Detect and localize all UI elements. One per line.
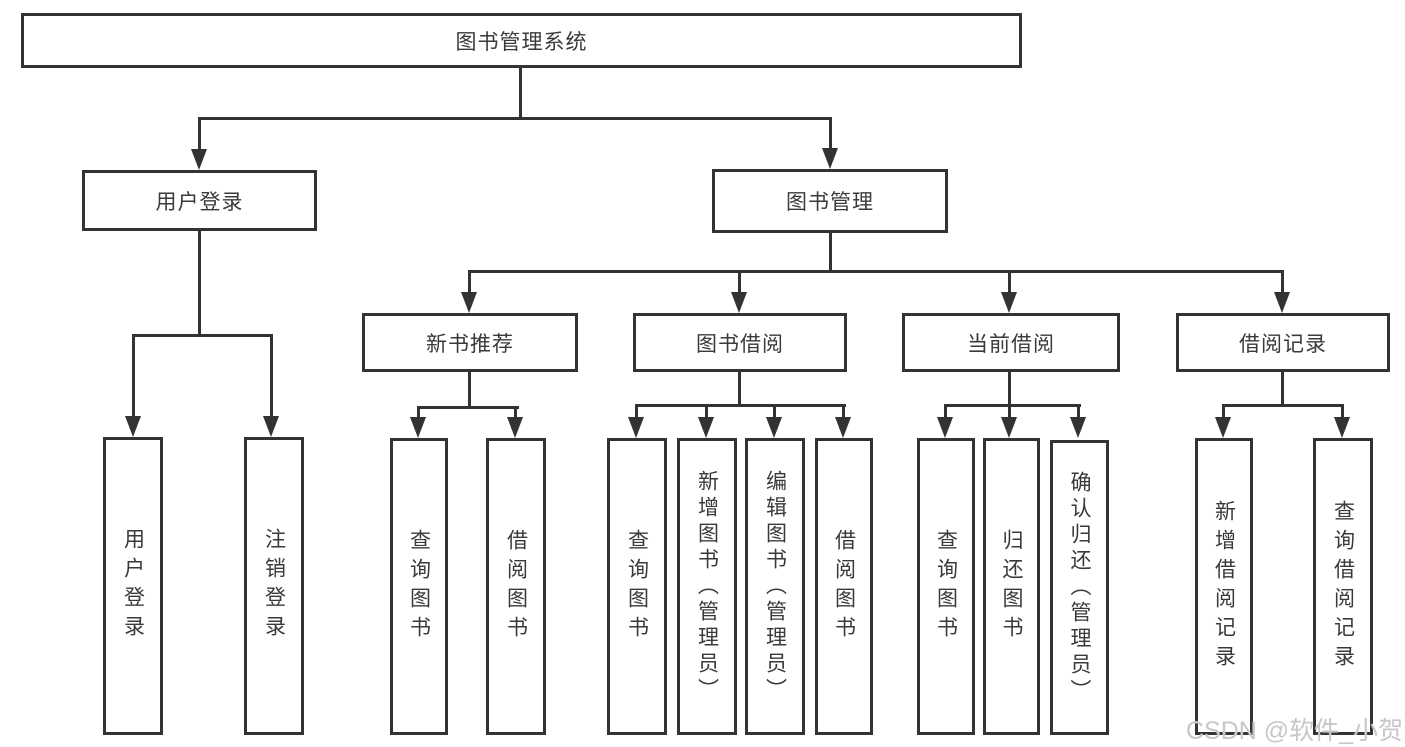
connector-line [1008,270,1011,294]
connector-line [198,117,201,152]
arrowhead-icon [698,417,714,438]
connector-line [468,270,1284,273]
node-cb-query-book: 查询图书 [917,438,975,735]
node-leaf-login: 用户登录 [103,437,163,735]
connector-line [1222,404,1225,419]
node-book-borrow: 图书借阅 [633,313,847,372]
node-book-mgmt-label: 图书管理 [786,191,874,214]
node-borrow-records-label: 借阅记录 [1239,332,1327,356]
node-root-label: 图书管理系统 [455,30,588,54]
node-cb-return-book-label: 归还图书 [1000,528,1023,645]
arrowhead-icon [731,292,747,313]
node-user-login-label: 用户登录 [155,190,244,214]
connector-line [829,117,832,152]
connector-line [1281,270,1284,294]
arrowhead-icon [125,416,141,437]
node-leaf-login-label: 用户登录 [121,528,145,644]
node-bb-query-book: 查询图书 [607,438,667,735]
node-br-query-record-label: 查询借阅记录 [1331,499,1355,674]
connector-line [842,404,845,419]
connector-line [468,270,471,294]
arrowhead-icon [410,417,426,438]
node-rec-borrow-book-label: 借阅图书 [504,528,528,645]
node-root: 图书管理系统 [21,13,1022,68]
arrowhead-icon [1334,417,1350,438]
arrowhead-icon [191,149,207,170]
node-leaf-logout-label: 注销登录 [262,528,286,644]
connector-line [1341,404,1344,419]
connector-line [132,334,135,418]
node-cb-confirm-return-label: 确认归还（管理员） [1068,470,1091,705]
connector-line [1281,372,1284,407]
arrowhead-icon [1215,417,1231,438]
connector-line [1077,404,1080,419]
node-bb-add-book-label: 新增图书（管理员） [695,469,719,704]
connector-line [944,404,947,419]
node-borrow-records: 借阅记录 [1176,313,1390,372]
node-br-add-record: 新增借阅记录 [1195,438,1253,735]
node-rec-query-book: 查询图书 [390,438,448,735]
node-br-query-record: 查询借阅记录 [1313,438,1373,735]
node-new-book-rec-label: 新书推荐 [426,332,514,356]
arrowhead-icon [937,417,953,438]
node-user-login: 用户登录 [82,170,317,231]
node-leaf-logout: 注销登录 [244,437,304,735]
connector-line [132,334,273,337]
connector-line [829,233,832,273]
connector-line [198,231,201,337]
arrowhead-icon [1001,417,1017,438]
node-book-borrow-label: 图书借阅 [696,332,784,356]
node-bb-borrow-book-label: 借阅图书 [832,528,856,645]
node-bb-edit-book: 编辑图书（管理员） [745,438,805,735]
arrowhead-icon [628,417,644,438]
node-bb-borrow-book: 借阅图书 [815,438,873,735]
arrowhead-icon [507,417,523,438]
connector-line [198,117,832,120]
connector-line [773,404,776,419]
node-bb-add-book: 新增图书（管理员） [677,438,737,735]
connector-line [1008,404,1011,419]
node-current-borrow-label: 当前借阅 [967,332,1055,356]
connector-line [417,406,519,409]
node-bb-query-book-label: 查询图书 [625,528,649,645]
connector-line [270,334,273,418]
node-rec-query-book-label: 查询图书 [407,528,431,645]
arrowhead-icon [835,417,851,438]
arrowhead-icon [766,417,782,438]
node-cb-confirm-return: 确认归还（管理员） [1050,440,1109,735]
connector-line [635,404,638,419]
arrowhead-icon [461,292,477,313]
connector-line [944,404,1081,407]
connector-line [519,68,522,120]
connector-line [514,406,517,419]
node-bb-edit-book-label: 编辑图书（管理员） [763,469,787,704]
connector-line [738,372,741,407]
connector-line [705,404,708,419]
node-new-book-rec: 新书推荐 [362,313,578,372]
arrowhead-icon [263,416,279,437]
arrowhead-icon [1001,292,1017,313]
node-br-add-record-label: 新增借阅记录 [1212,499,1236,674]
node-current-borrow: 当前借阅 [902,313,1120,372]
connector-line [738,270,741,294]
arrowhead-icon [1274,292,1290,313]
connector-line [417,406,420,419]
arrowhead-icon [1070,417,1086,438]
connector-line [1222,404,1344,407]
connector-line [1008,372,1011,407]
connector-line [468,372,471,409]
node-book-mgmt: 图书管理 [712,169,948,233]
node-cb-query-book-label: 查询图书 [934,528,958,645]
connector-line [635,404,846,407]
arrowhead-icon [822,148,838,169]
node-cb-return-book: 归还图书 [983,438,1040,735]
csdn-watermark: CSDN @软件_小贺同学 [1186,717,1405,745]
node-rec-borrow-book: 借阅图书 [486,438,546,735]
